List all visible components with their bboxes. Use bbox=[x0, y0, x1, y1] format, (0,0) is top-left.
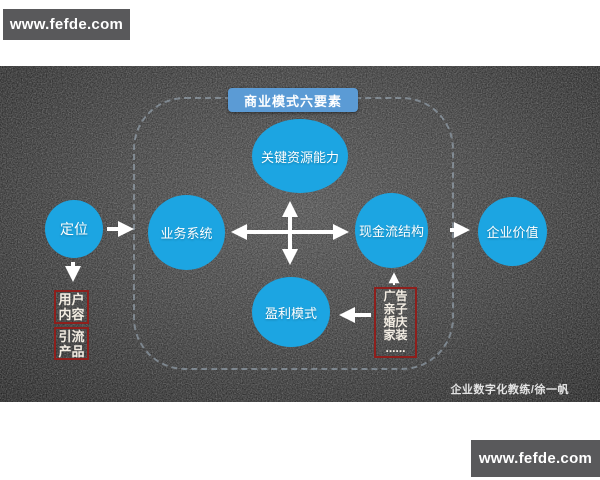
node-key-resources: 关键资源能力 bbox=[252, 119, 348, 193]
diagram-canvas: 商业模式六要素 关键资源能力 定位 业务系统 现金流结构 企业价值 盈利模式 用… bbox=[0, 66, 600, 402]
annotation-line: 内容 bbox=[58, 307, 85, 322]
watermark-bottom: www.fefde.com bbox=[471, 440, 600, 477]
annotation-user-content: 用户 内容 bbox=[54, 290, 89, 324]
watermark-bottom-label: www.fefde.com bbox=[478, 450, 593, 467]
annotation-examples: 广告 亲子 婚庆 家装 ...... bbox=[374, 287, 417, 358]
node-enterprise-value: 企业价值 bbox=[478, 197, 547, 266]
annotation-line: 家装 bbox=[383, 328, 408, 342]
annotation-line: 引流 bbox=[58, 328, 85, 344]
diagram-title: 商业模式六要素 bbox=[228, 88, 358, 112]
annotation-line: 产品 bbox=[58, 343, 85, 359]
node-cashflow-structure: 现金流结构 bbox=[355, 193, 428, 268]
annotation-line: 用户 bbox=[58, 292, 85, 307]
node-positioning: 定位 bbox=[45, 200, 103, 258]
annotation-traffic-product: 引流 产品 bbox=[54, 327, 89, 360]
annotation-line: 广告 bbox=[383, 289, 408, 303]
annotation-line: 婚庆 bbox=[383, 315, 408, 329]
node-profit-model: 盈利模式 bbox=[252, 277, 330, 347]
watermark-top-label: www.fefde.com bbox=[9, 16, 124, 33]
annotation-line: ...... bbox=[385, 341, 406, 355]
annotation-line: 亲子 bbox=[383, 302, 408, 316]
credit-text: 企业数字化教练/徐一帆 bbox=[450, 384, 569, 396]
node-business-system: 业务系统 bbox=[148, 195, 225, 270]
watermark-top: www.fefde.com bbox=[3, 9, 130, 40]
